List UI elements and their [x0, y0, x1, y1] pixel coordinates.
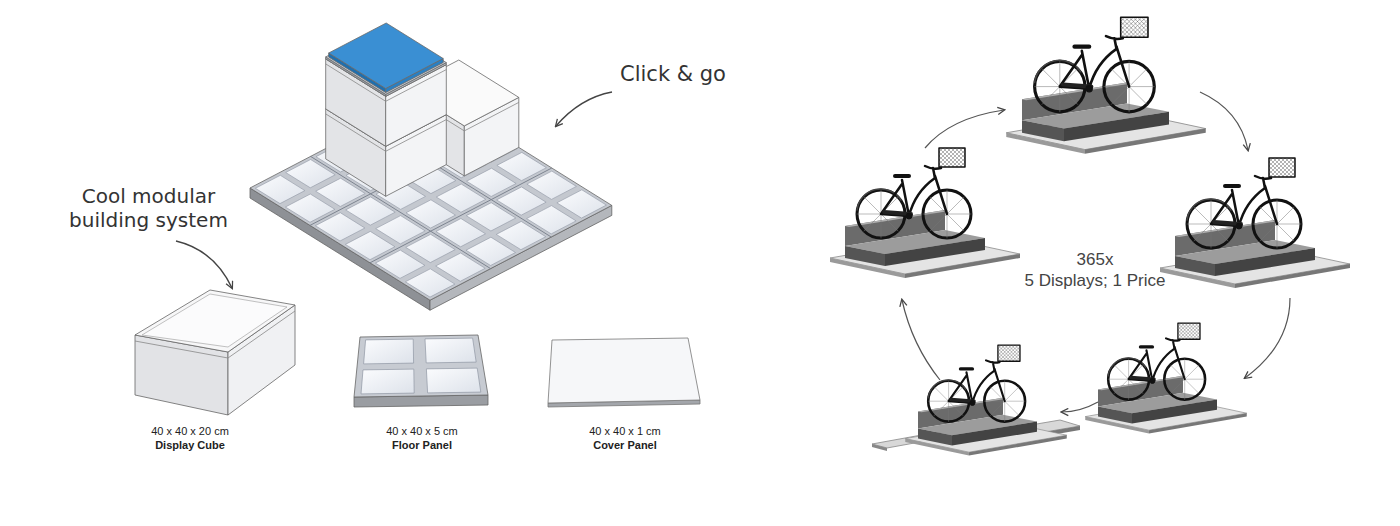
part-name: Display Cube	[155, 438, 225, 452]
illustration-part	[1245, 298, 1290, 378]
illustration-part	[905, 345, 1067, 456]
modular-assembly	[250, 23, 612, 310]
illustration-part	[1006, 17, 1206, 154]
illustration-part	[354, 335, 488, 407]
part-card: 40 x 40 x 5 cmFloor Panel	[340, 320, 504, 452]
illustration-part	[329, 23, 444, 89]
display-cycle	[830, 17, 1350, 455]
dimension-text: 40 x 40 x 5 cm	[386, 424, 458, 438]
illustration-part	[497, 152, 547, 180]
illustration-part	[1062, 402, 1098, 412]
illustration-part	[364, 339, 414, 364]
illustration-part	[548, 338, 700, 403]
illustration-part	[361, 369, 414, 394]
illustration-part	[1035, 17, 1155, 112]
illustration-part	[527, 171, 577, 199]
illustration-part	[135, 290, 295, 352]
illustration-part	[857, 148, 971, 238]
illustration-part	[872, 444, 887, 451]
illustration-part	[548, 338, 700, 407]
illustration-part	[425, 338, 476, 363]
illustration-part	[135, 290, 295, 415]
illustration-part	[902, 300, 940, 380]
cycle-arrows	[902, 92, 1290, 412]
illustration-part	[1085, 323, 1247, 434]
illustration-part	[135, 311, 295, 358]
illustration-part	[176, 241, 232, 288]
illustration-part	[354, 335, 488, 397]
dimension-text: 40 x 40 x 1 cm	[589, 424, 661, 438]
illustration-part	[557, 190, 607, 218]
illustration-part	[426, 368, 480, 393]
illustration-part	[830, 148, 1020, 278]
illustration-part	[925, 110, 1004, 148]
caption-text: 5 Displays; 1 Price	[1000, 271, 1190, 291]
part-name: Floor Panel	[392, 438, 452, 452]
dimension-text: 40 x 40 x 20 cm	[151, 424, 229, 438]
caption-text: 365x	[1000, 250, 1190, 270]
illustration-part	[1108, 323, 1205, 400]
part-card: 40 x 40 x 1 cmCover Panel	[540, 320, 710, 452]
illustration-part	[928, 345, 1025, 422]
illustration-part	[1160, 158, 1350, 288]
part-card: 40 x 40 x 20 cmDisplay Cube	[80, 280, 300, 452]
illustration-part	[1187, 158, 1301, 248]
illustration-part	[142, 294, 287, 347]
part-name: Cover Panel	[593, 438, 657, 452]
illustration-part	[1200, 92, 1248, 150]
callout-text: Cool modular building system	[56, 184, 241, 232]
callout-text: Click & go	[620, 62, 726, 87]
callout-arrows	[176, 92, 612, 288]
illustration-part	[556, 92, 612, 126]
illustration-part	[329, 23, 444, 93]
